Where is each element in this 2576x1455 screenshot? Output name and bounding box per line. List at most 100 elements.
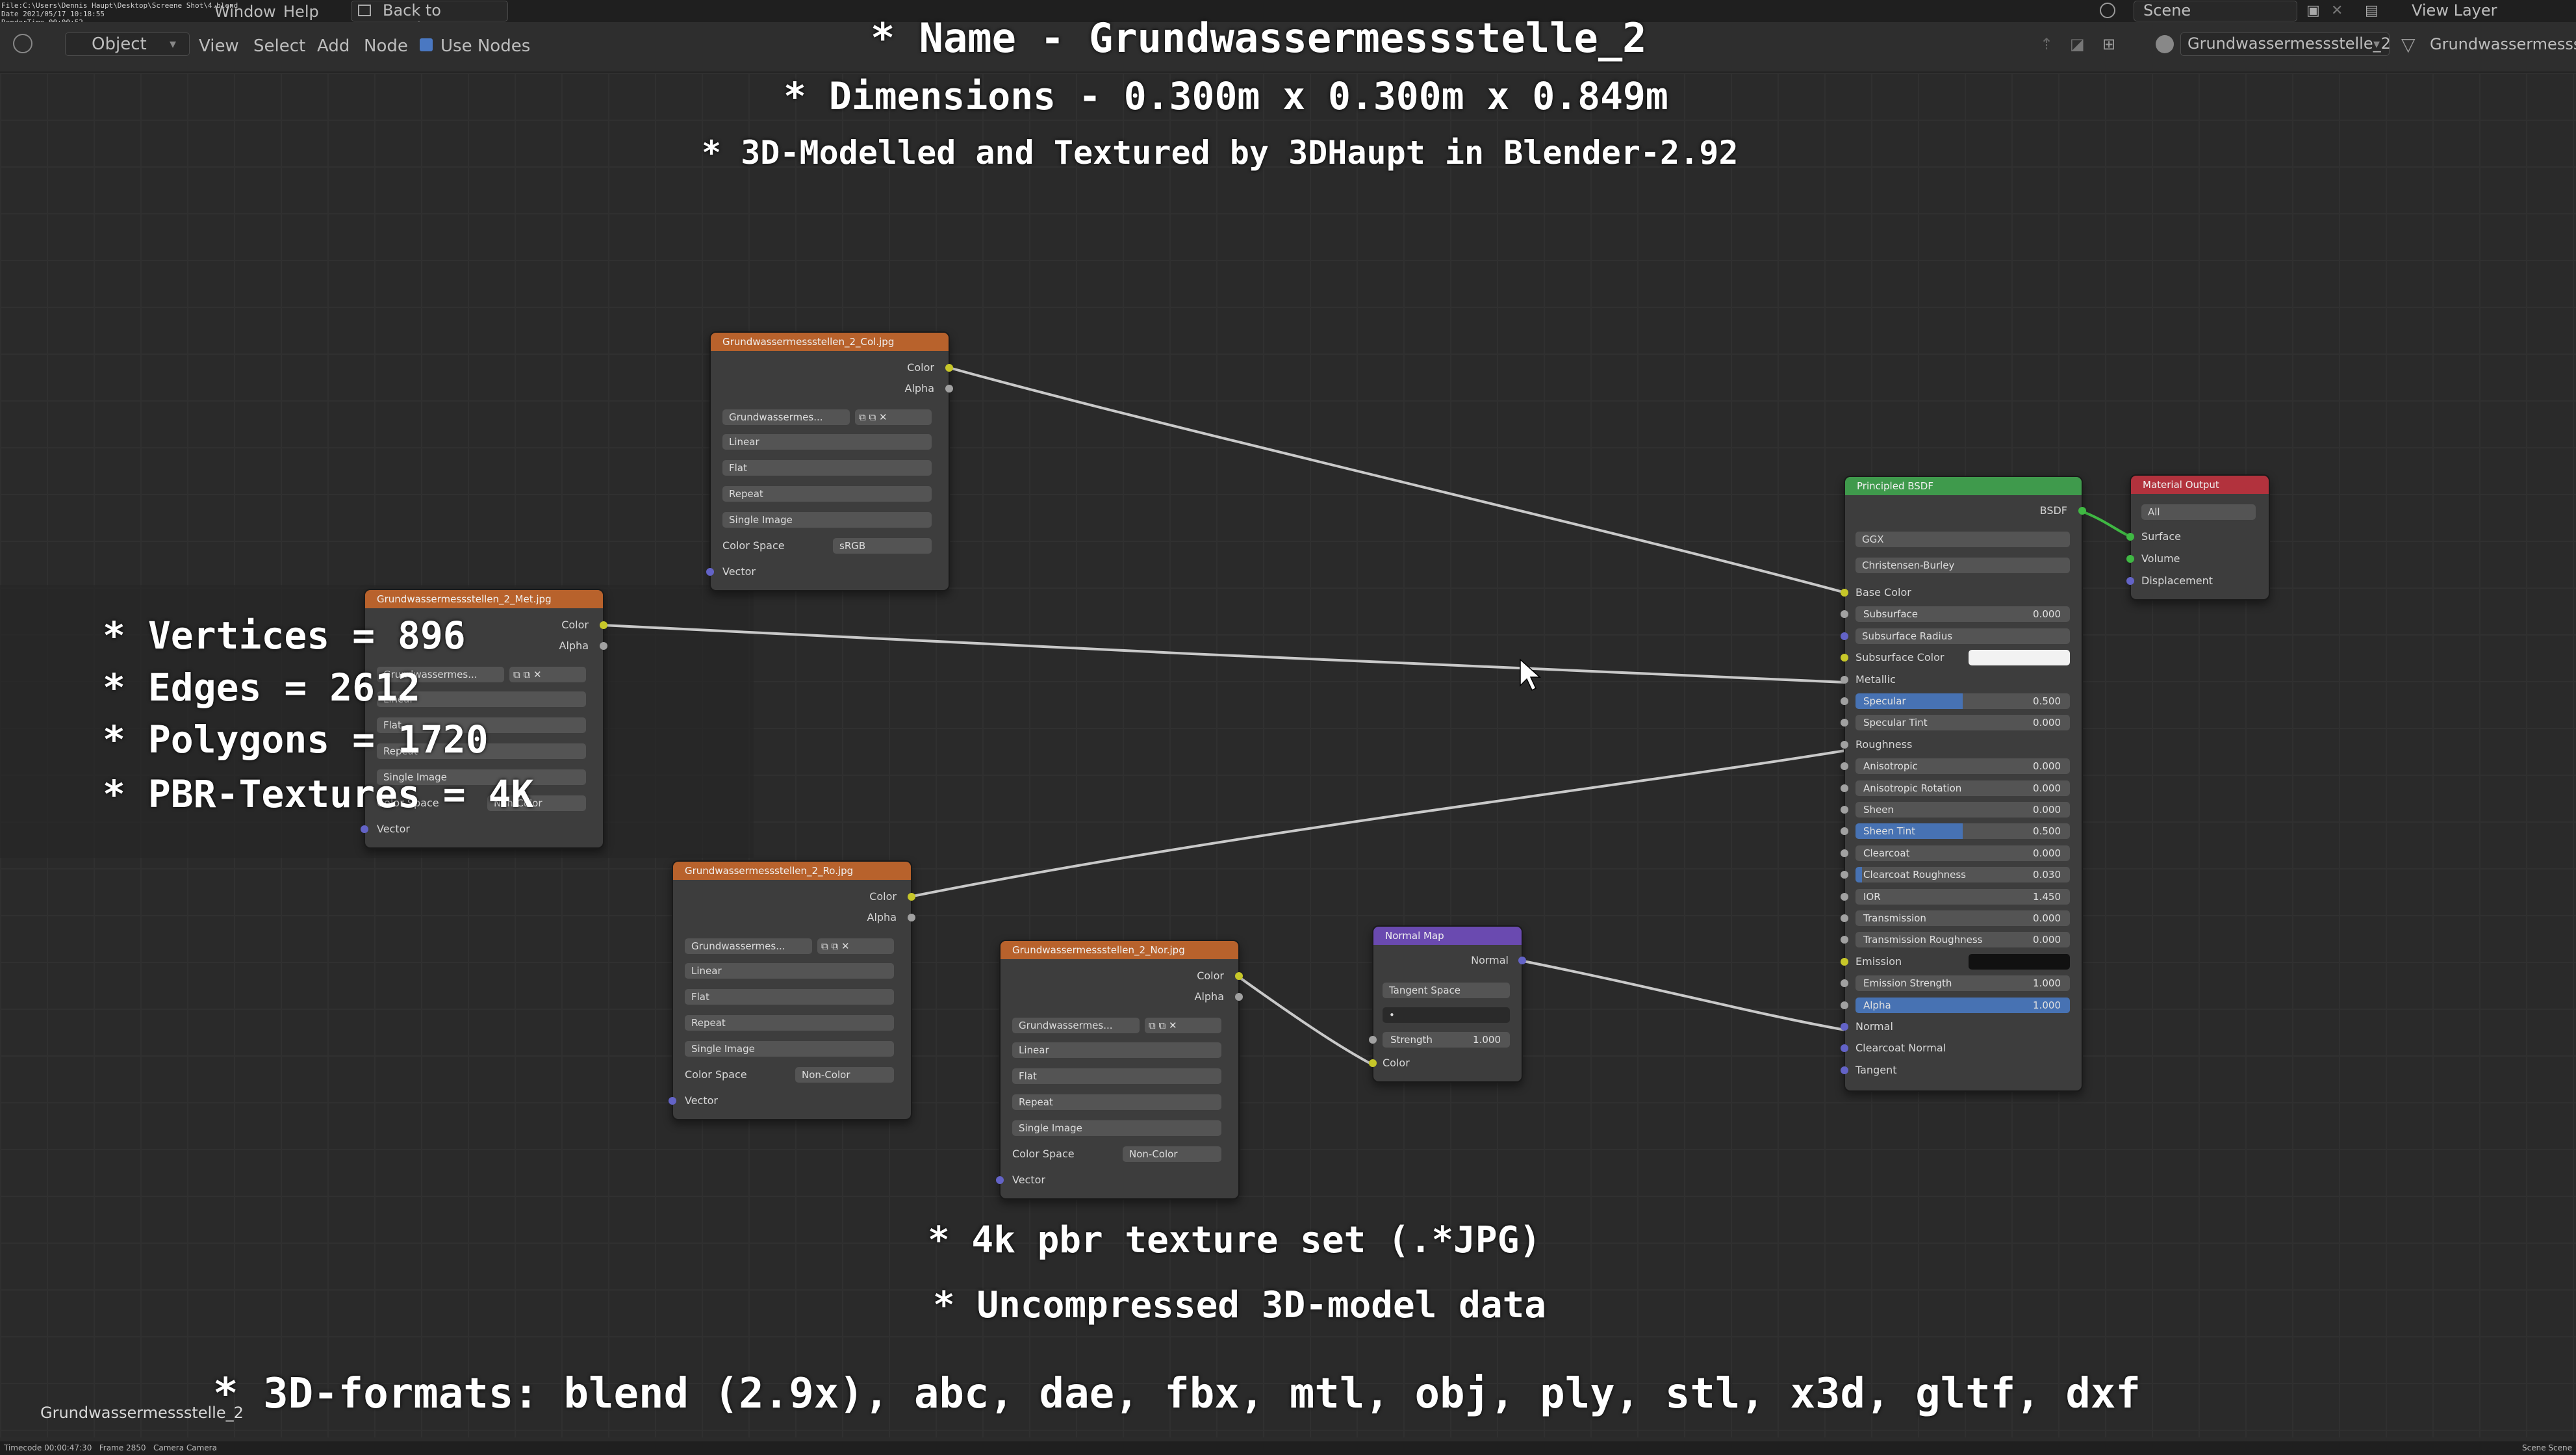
output-color-socket[interactable] bbox=[600, 621, 607, 629]
target-dropdown[interactable]: All bbox=[2141, 504, 2256, 520]
color-space-dropdown[interactable]: Non-Color bbox=[1123, 1146, 1221, 1162]
input-socket[interactable] bbox=[1841, 936, 1848, 944]
object-name[interactable]: Grundwassermessstelle bbox=[2430, 35, 2576, 53]
node-header[interactable]: Material Output bbox=[2131, 476, 2269, 494]
source-dropdown[interactable]: Single Image bbox=[722, 512, 932, 528]
input-surface-socket[interactable] bbox=[2126, 533, 2134, 541]
image-actions[interactable]: ⧉ ⧉ ✕ bbox=[1145, 1018, 1221, 1033]
node-tree-icon[interactable]: ⊞ bbox=[2102, 35, 2116, 53]
input-socket[interactable] bbox=[1841, 914, 1848, 922]
image-texture-node-met[interactable]: Grundwassermessstellen_2_Met.jpg Color A… bbox=[361, 589, 607, 849]
input-color-socket[interactable] bbox=[1369, 1059, 1377, 1067]
input-socket[interactable] bbox=[1841, 871, 1848, 879]
node-header[interactable]: Grundwassermessstellen_2_Met.jpg bbox=[365, 590, 603, 608]
source-dropdown[interactable]: Single Image bbox=[377, 769, 586, 785]
input-socket[interactable] bbox=[1841, 784, 1848, 792]
input-socket[interactable] bbox=[1841, 632, 1848, 640]
output-color-socket[interactable] bbox=[908, 893, 915, 901]
input-socket[interactable] bbox=[1841, 654, 1848, 662]
space-dropdown[interactable]: Tangent Space bbox=[1383, 983, 1510, 998]
input-socket[interactable] bbox=[1841, 1001, 1848, 1009]
editor-type-icon[interactable] bbox=[13, 34, 32, 53]
node-header[interactable]: Principled BSDF bbox=[1845, 477, 2082, 495]
input-socket[interactable] bbox=[1841, 979, 1848, 988]
normal-map-node[interactable]: Normal Map Normal Tangent Space • Streng… bbox=[1369, 925, 1526, 1083]
node-header[interactable]: Grundwassermessstellen_2_Col.jpg bbox=[711, 333, 949, 351]
material-output-node[interactable]: Material Output All Surface Volume Displ… bbox=[2126, 474, 2270, 600]
menu-view[interactable]: View bbox=[199, 36, 239, 56]
projection-dropdown[interactable]: Flat bbox=[1012, 1068, 1221, 1084]
color-swatch-black[interactable] bbox=[1969, 953, 2070, 970]
source-dropdown[interactable]: Single Image bbox=[685, 1041, 894, 1057]
output-color-socket[interactable] bbox=[1235, 972, 1243, 980]
input-socket[interactable] bbox=[1841, 1044, 1848, 1053]
strength-slider[interactable]: Strength 1.000 bbox=[1383, 1032, 1510, 1048]
subsurface-method-dropdown[interactable]: Christensen-Burley bbox=[1855, 558, 2070, 573]
output-alpha-socket[interactable] bbox=[908, 914, 915, 921]
extension-dropdown[interactable]: Repeat bbox=[377, 743, 586, 759]
interpolation-dropdown[interactable]: Linear bbox=[377, 691, 586, 707]
delete-scene-icon[interactable]: ✕ bbox=[2331, 3, 2343, 19]
input-socket[interactable] bbox=[1841, 849, 1848, 857]
input-socket[interactable] bbox=[1841, 1066, 1848, 1074]
image-texture-node-nor[interactable]: Grundwassermessstellen_2_Nor.jpg Color A… bbox=[996, 940, 1243, 1200]
input-volume-socket[interactable] bbox=[2126, 555, 2134, 563]
menu-add[interactable]: Add bbox=[317, 36, 350, 56]
image-actions[interactable]: ⧉ ⧉ ✕ bbox=[509, 667, 586, 682]
input-strength-socket[interactable] bbox=[1369, 1036, 1377, 1044]
input-vector-socket[interactable] bbox=[361, 825, 368, 833]
input-vector-socket[interactable] bbox=[706, 568, 714, 576]
image-texture-node-ro[interactable]: Grundwassermessstellen_2_Ro.jpg Color Al… bbox=[669, 860, 915, 1120]
input-socket[interactable] bbox=[1841, 762, 1848, 771]
input-socket[interactable] bbox=[1841, 610, 1848, 619]
extension-dropdown[interactable]: Repeat bbox=[722, 486, 932, 502]
color-swatch-white[interactable] bbox=[1969, 650, 2070, 666]
node-header[interactable]: Grundwassermessstellen_2_Ro.jpg bbox=[673, 862, 911, 880]
output-alpha-socket[interactable] bbox=[600, 642, 607, 650]
color-space-dropdown[interactable]: Non-Color bbox=[795, 1067, 894, 1083]
image-selector[interactable]: Grundwassermes... bbox=[722, 409, 850, 425]
interpolation-dropdown[interactable]: Linear bbox=[1012, 1042, 1221, 1058]
new-scene-icon[interactable]: ▣ bbox=[2306, 3, 2320, 19]
image-selector[interactable]: Grundwassermes... bbox=[685, 938, 812, 954]
interpolation-dropdown[interactable]: Linear bbox=[685, 963, 894, 979]
extension-dropdown[interactable]: Repeat bbox=[1012, 1094, 1221, 1110]
input-socket[interactable] bbox=[1841, 892, 1848, 901]
output-alpha-socket[interactable] bbox=[945, 385, 953, 393]
input-socket[interactable] bbox=[1841, 675, 1848, 684]
output-color-socket[interactable] bbox=[945, 364, 953, 372]
scene-selector[interactable]: Scene bbox=[2134, 1, 2297, 21]
input-displacement-socket[interactable] bbox=[2126, 577, 2134, 585]
input-socket[interactable] bbox=[1841, 1023, 1848, 1031]
projection-dropdown[interactable]: Flat bbox=[685, 989, 894, 1005]
source-dropdown[interactable]: Single Image bbox=[1012, 1120, 1221, 1136]
distribution-dropdown[interactable]: GGX bbox=[1855, 532, 2070, 547]
image-actions[interactable]: ⧉ ⧉ ✕ bbox=[855, 409, 932, 425]
node-header[interactable]: Grundwassermessstellen_2_Nor.jpg bbox=[1001, 941, 1238, 959]
pin-icon[interactable]: ⇡ bbox=[2040, 35, 2054, 53]
input-socket[interactable] bbox=[1841, 719, 1848, 727]
image-selector[interactable]: Grundwassermes... bbox=[377, 667, 504, 682]
projection-dropdown[interactable]: Flat bbox=[722, 460, 932, 476]
input-socket[interactable] bbox=[1841, 957, 1848, 966]
image-selector[interactable]: Grundwassermes... bbox=[1012, 1018, 1140, 1033]
color-space-dropdown[interactable]: sRGB bbox=[833, 538, 932, 554]
output-alpha-socket[interactable] bbox=[1235, 993, 1243, 1001]
input-socket[interactable] bbox=[1841, 589, 1848, 597]
uv-map-field[interactable]: • bbox=[1383, 1007, 1510, 1023]
output-normal-socket[interactable] bbox=[1518, 957, 1526, 964]
input-vector-socket[interactable] bbox=[996, 1176, 1004, 1184]
color-space-dropdown[interactable]: Non-Color bbox=[487, 795, 586, 811]
slot-icon[interactable]: ◪ bbox=[2070, 35, 2085, 53]
